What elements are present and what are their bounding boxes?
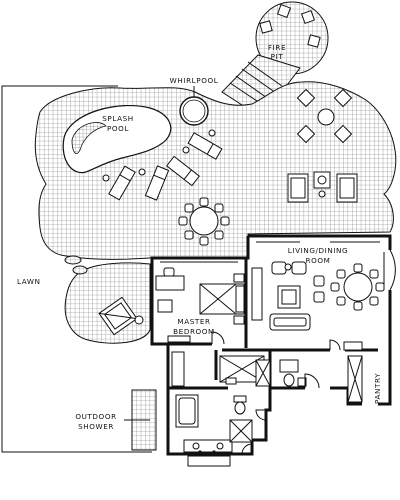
stepping-stones — [64, 255, 88, 275]
svg-text:LIVING/DINING: LIVING/DINING — [288, 246, 348, 255]
fire-pit-stools — [259, 3, 321, 48]
terrace-side-table — [134, 315, 144, 325]
doors — [211, 331, 341, 455]
outdoor-shower-label-line1: OUTDOOR — [75, 412, 116, 421]
hall-closet — [255, 359, 271, 387]
whirlpool-label: WHIRLPOOL — [170, 76, 219, 85]
living-dining-label-line1: LIVING/DINING — [288, 246, 348, 255]
svg-text:SHOWER: SHOWER — [78, 422, 114, 431]
bedroom-desk — [155, 267, 185, 291]
patio-lounge-set — [287, 171, 358, 203]
master-bedroom-label-line1: MASTER — [177, 317, 210, 326]
svg-text:POOL: POOL — [107, 124, 129, 133]
lawn-label: LAWN — [17, 277, 41, 286]
splash-pool — [62, 104, 172, 174]
lounge-chairs — [102, 129, 223, 201]
fire-pit-label-line2: PIT — [271, 52, 284, 61]
pantry-label: PANTRY — [373, 373, 382, 404]
bathtub — [175, 394, 199, 428]
svg-text:ROOM: ROOM — [306, 256, 331, 265]
splash-pool-label-line2: POOL — [107, 124, 129, 133]
master-bedroom-label-line2: BEDROOM — [173, 327, 215, 336]
svg-text:MASTER: MASTER — [177, 317, 210, 326]
powder-room — [279, 359, 307, 387]
svg-text:FIRE: FIRE — [268, 43, 286, 52]
fire-pit-area — [221, 1, 329, 119]
kitchen-counter — [343, 341, 363, 351]
lawn-terrace — [64, 262, 151, 344]
whirlpool — [179, 96, 209, 126]
svg-text:OUTDOOR: OUTDOOR — [75, 412, 116, 421]
patio-dining-set — [296, 88, 353, 144]
living-sofa — [269, 313, 311, 331]
toilet — [233, 395, 247, 415]
svg-text:PIT: PIT — [271, 52, 284, 61]
windows — [160, 241, 396, 291]
svg-text:LAWN: LAWN — [17, 277, 41, 286]
svg-text:SPLASH: SPLASH — [102, 114, 134, 123]
outdoor-shower-label-line2: SHOWER — [78, 422, 114, 431]
living-cabinet — [251, 267, 263, 321]
svg-text:BEDROOM: BEDROOM — [173, 327, 215, 336]
terrace-lounge-chair — [98, 296, 138, 336]
pantry — [347, 355, 363, 403]
bedroom-bench — [167, 335, 191, 343]
living-dining-label-line2: ROOM — [306, 256, 331, 265]
master-bed — [199, 273, 245, 325]
vanity — [183, 439, 233, 453]
outdoor-dining-table — [178, 197, 230, 246]
pool-steps — [71, 122, 107, 154]
bedroom-chair — [157, 299, 173, 313]
sink-1 — [192, 442, 200, 450]
splash-pool-label-line1: SPLASH — [102, 114, 134, 123]
indoor-dining-table — [330, 263, 385, 311]
bedroom-closet — [171, 351, 185, 387]
svg-text:WHIRLPOOL: WHIRLPOOL — [170, 76, 219, 85]
living-armchairs — [271, 261, 307, 275]
svg-text:PANTRY: PANTRY — [373, 373, 382, 404]
fire-pit-label-line1: FIRE — [268, 43, 286, 52]
entry-steps — [187, 450, 231, 467]
lawn-boundary — [1, 85, 152, 453]
living-coffee-table — [277, 285, 301, 309]
sink-2 — [216, 442, 224, 450]
living-side-chairs — [313, 275, 325, 303]
shower-stall — [229, 419, 253, 443]
